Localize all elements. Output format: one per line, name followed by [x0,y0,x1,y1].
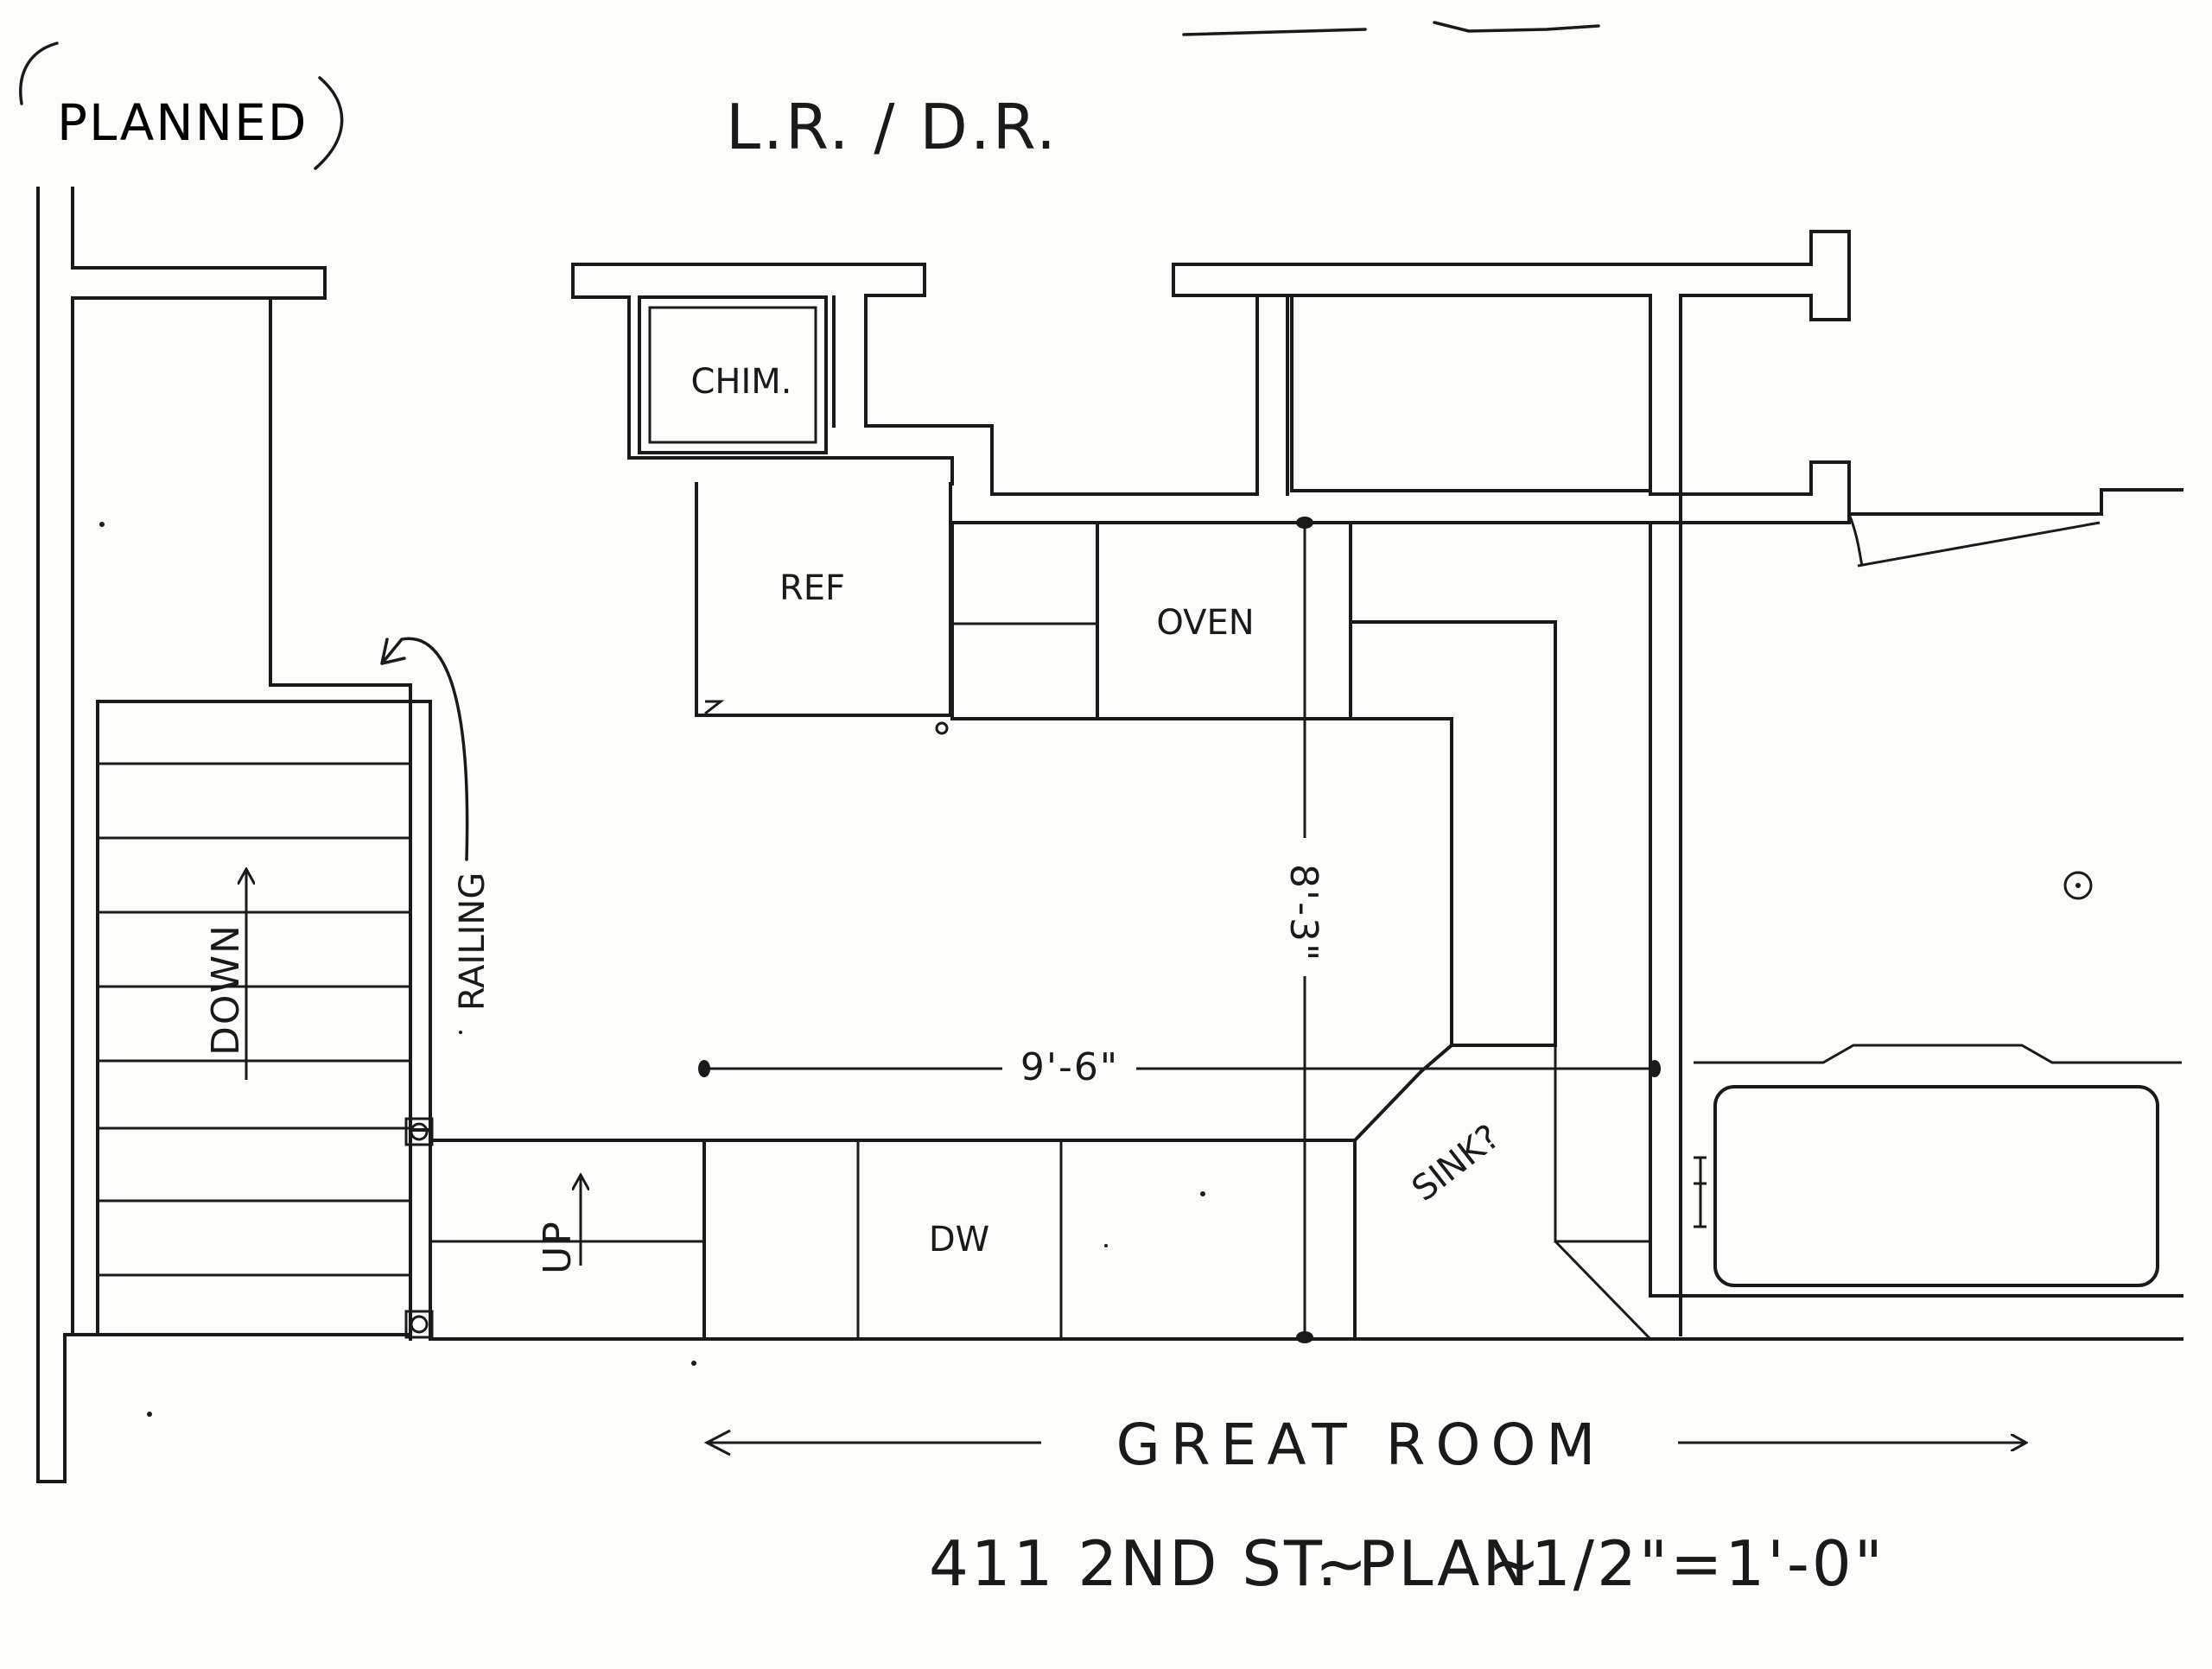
door-swing [1857,521,2101,568]
stair-landing-wall [96,700,432,1341]
plan-label: PLAN [1358,1527,1531,1600]
fixture-circle [2063,871,2093,900]
vertical-dimension: 8'-3" [1281,864,1325,962]
up-label: UP [536,1220,580,1274]
rooms-above-label: L.R. / D.R. [726,91,1058,163]
pantry-wall [269,296,412,1341]
bath-top-wall [1649,492,1682,1298]
tilde-2: ~ [1488,1527,1542,1600]
right-upper-wall [1847,488,2183,516]
chimney-left-wall [571,263,954,485]
refrigerator: REF [695,482,952,735]
planned-bracket-left [19,41,59,105]
planned-bracket-right [314,76,344,170]
tilde-1: ~ [1315,1527,1370,1600]
railing-label: RAILING [453,873,493,1011]
dimensions: 8'-3" 9'-6" [698,517,1661,1343]
upper-counter: OVEN [950,523,1557,1047]
kitchen-back-wall [950,460,1851,524]
bathroom [1694,513,2182,1287]
walls [36,187,2183,1483]
closet-box [1290,294,1652,492]
left-inner-wall [71,187,327,1336]
horizontal-dimension: 9'-6" [1020,1045,1119,1089]
dishwasher-label: DW [929,1220,989,1260]
plan-title: 411 2ND ST. ~ PLAN ~ 1/2"=1'-0" [929,1527,1885,1600]
top-right-upper [1172,263,1259,297]
header: PLANNED L.R. / D.R. [19,21,1600,170]
bathtub [1713,1085,2159,1287]
chimney: CHIM. [638,295,828,454]
oven-label: OVEN [1156,603,1254,643]
chimney-label: CHIM. [690,362,791,402]
stairs: DOWN [98,762,410,1277]
sink-label: SINK? [1405,1117,1508,1209]
top-right-wall [1172,230,1851,496]
great-room: GREAT ROOM [703,1412,2026,1478]
great-room-label: GREAT ROOM [1116,1412,1606,1478]
address-label: 411 2ND ST. [929,1527,1339,1600]
planned-label: PLANNED [57,93,308,152]
left-exterior-wall [36,187,99,1483]
down-label: DOWN [204,923,248,1056]
scale-label: 1/2"=1'-0" [1531,1527,1885,1600]
lower-counter: DW SINK? UP [429,1043,1652,1341]
stair-treads [98,762,410,1277]
railing-pointer [380,637,469,861]
refrigerator-label: REF [779,568,845,608]
specks [99,522,1205,1417]
railing: RAILING [380,637,493,1339]
chimney-top-wall [571,263,1289,496]
